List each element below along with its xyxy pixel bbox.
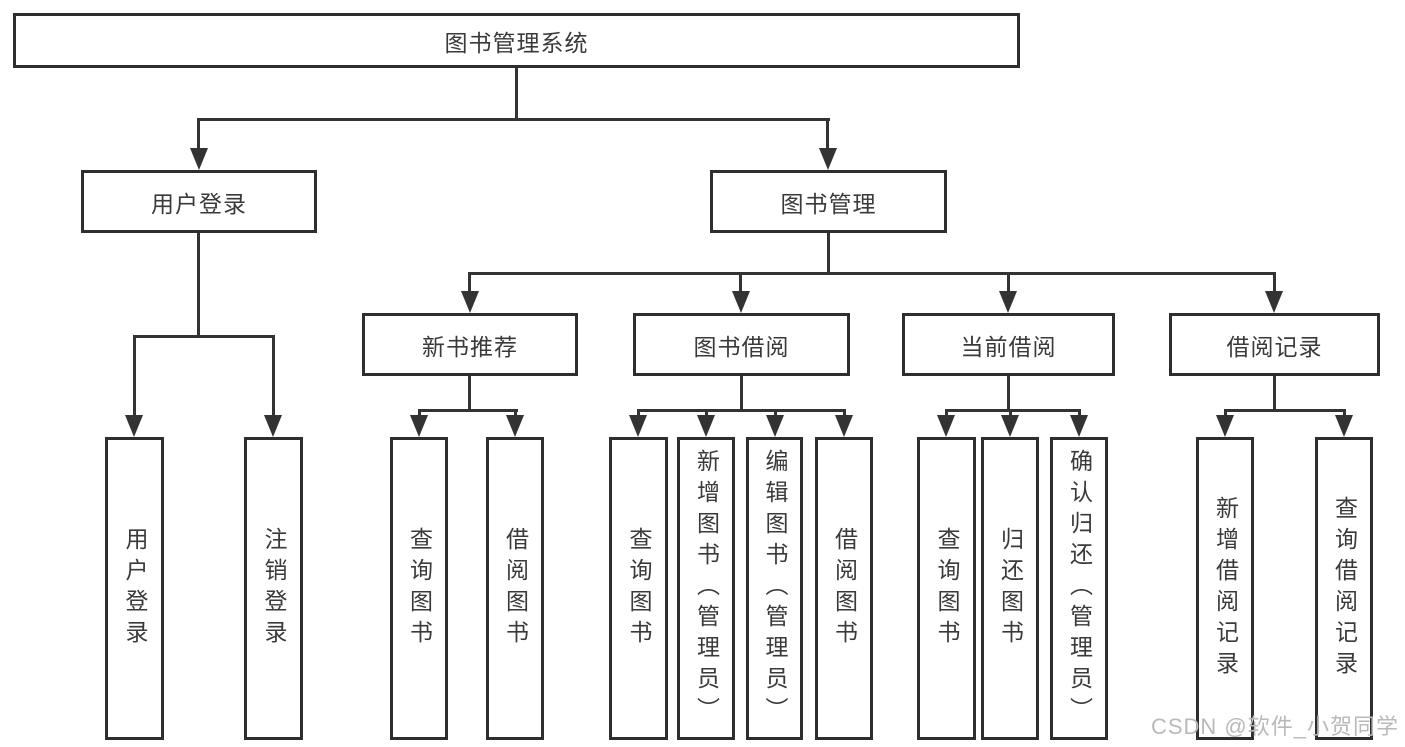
- arrowhead-bb-edit: [766, 415, 784, 437]
- leaf-bb-query-books: 查询图书: [609, 437, 668, 740]
- connector-drop-br-add: [1224, 409, 1227, 417]
- node-book-borrow: 图书借阅: [633, 313, 850, 376]
- connector-drop-br-query: [1343, 409, 1346, 417]
- connector-book-management-stub: [827, 233, 830, 272]
- arrowhead-cb-confirm: [1070, 415, 1088, 437]
- arrowhead-bb-borrow: [835, 415, 853, 437]
- arrowhead-nb-borrow: [506, 415, 524, 437]
- connector-drop-leaf-logout: [272, 335, 275, 417]
- arrowhead-book-management: [819, 148, 837, 170]
- leaf-user-login: 用户登录: [105, 437, 164, 740]
- node-root-label: 图书管理系统: [444, 29, 589, 56]
- connector-drop-nb-borrow: [514, 409, 517, 417]
- node-book-management-label: 图书管理: [780, 190, 877, 217]
- leaf-cb-return-books-label: 归还图书: [997, 526, 1024, 651]
- node-new-book-recommend-label: 新书推荐: [422, 333, 518, 360]
- connector-new-book-bar: [418, 409, 518, 412]
- arrowhead-new-book: [461, 291, 479, 313]
- leaf-logout-label: 注销登录: [261, 526, 287, 651]
- leaf-bb-query-books-label: 查询图书: [626, 526, 652, 651]
- node-new-book-recommend: 新书推荐: [362, 313, 578, 376]
- leaf-bb-borrow-books: 借阅图书: [815, 437, 873, 740]
- connector-book-management-bar: [468, 272, 1276, 275]
- arrowhead-leaf-logout: [264, 415, 282, 437]
- connector-current-borrow-stub: [1007, 376, 1010, 409]
- csdn-watermark: CSDN @软件_小贺同学: [1150, 714, 1399, 739]
- connector-drop-leaf-login: [133, 335, 136, 417]
- connector-drop-cb-query: [945, 409, 948, 417]
- connector-user-login-stub: [197, 233, 200, 335]
- node-borrow-records-label: 借阅记录: [1226, 333, 1323, 360]
- connector-drop-bb-query: [637, 409, 640, 417]
- connector-drop-book-borrow: [739, 272, 742, 293]
- arrowhead-cb-return: [1001, 415, 1019, 437]
- connector-drop-bb-add: [705, 409, 708, 417]
- leaf-cb-confirm-return: 确认归还（管理员）: [1050, 437, 1108, 740]
- connector-current-borrow-bar: [945, 409, 1081, 412]
- connector-drop-user-login: [197, 118, 200, 150]
- leaf-nb-borrow-books-label: 借阅图书: [502, 526, 529, 651]
- arrowhead-borrow-records: [1265, 291, 1283, 313]
- leaf-bb-borrow-books-label: 借阅图书: [831, 526, 858, 651]
- node-current-borrow-label: 当前借阅: [960, 333, 1057, 360]
- node-root: 图书管理系统: [13, 13, 1020, 68]
- connector-drop-cb-return: [1009, 409, 1012, 417]
- connector-drop-new-book: [468, 272, 471, 293]
- leaf-cb-query-books-label: 查询图书: [934, 526, 960, 651]
- connector-drop-book-management: [826, 118, 829, 150]
- connector-borrow-records-stub: [1273, 376, 1276, 409]
- connector-root-bar: [197, 118, 830, 121]
- arrowhead-current-borrow: [999, 291, 1017, 313]
- arrowhead-user-login: [190, 148, 208, 170]
- connector-new-book-stub: [468, 376, 471, 409]
- connector-root-stub: [515, 68, 518, 118]
- arrowhead-bb-add: [697, 415, 715, 437]
- connector-drop-borrow-records: [1273, 272, 1276, 293]
- connector-drop-cb-confirm: [1078, 409, 1081, 417]
- leaf-bb-add-books: 新增图书（管理员）: [677, 437, 735, 740]
- connector-user-login-bar: [133, 335, 275, 338]
- leaf-logout: 注销登录: [244, 437, 303, 740]
- leaf-user-login-label: 用户登录: [122, 526, 148, 651]
- leaf-br-query-record-label: 查询借阅记录: [1331, 495, 1358, 682]
- arrowhead-book-borrow: [732, 291, 750, 313]
- leaf-bb-edit-books-label: 编辑图书（管理员）: [762, 449, 788, 728]
- arrowhead-cb-query: [937, 415, 955, 437]
- node-book-management: 图书管理: [710, 170, 947, 233]
- node-user-login-label: 用户登录: [151, 190, 247, 217]
- arrowhead-br-query: [1335, 415, 1353, 437]
- leaf-br-add-record: 新增借阅记录: [1196, 437, 1254, 740]
- leaf-br-add-record-label: 新增借阅记录: [1212, 495, 1239, 682]
- node-user-login: 用户登录: [81, 170, 317, 233]
- connector-book-borrow-stub: [740, 376, 743, 409]
- connector-borrow-records-bar: [1224, 409, 1346, 412]
- node-book-borrow-label: 图书借阅: [693, 333, 790, 360]
- arrowhead-leaf-login: [125, 415, 143, 437]
- leaf-nb-borrow-books: 借阅图书: [486, 437, 544, 740]
- arrowhead-nb-query: [410, 415, 428, 437]
- leaf-cb-return-books: 归还图书: [981, 437, 1039, 740]
- leaf-cb-query-books: 查询图书: [917, 437, 976, 740]
- connector-drop-bb-edit: [774, 409, 777, 417]
- connector-drop-bb-borrow: [843, 409, 846, 417]
- leaf-cb-confirm-return-label: 确认归还（管理员）: [1066, 449, 1093, 728]
- leaf-bb-add-books-label: 新增图书（管理员）: [693, 449, 720, 728]
- connector-book-borrow-bar: [637, 409, 846, 412]
- node-borrow-records: 借阅记录: [1169, 313, 1380, 376]
- leaf-br-query-record: 查询借阅记录: [1315, 437, 1373, 740]
- connector-drop-nb-query: [418, 409, 421, 417]
- leaf-nb-query-books-label: 查询图书: [406, 526, 433, 651]
- arrowhead-bb-query: [629, 415, 647, 437]
- node-current-borrow: 当前借阅: [902, 313, 1115, 376]
- arrowhead-br-add: [1216, 415, 1234, 437]
- leaf-nb-query-books: 查询图书: [390, 437, 448, 740]
- connector-drop-current-borrow: [1007, 272, 1010, 293]
- leaf-bb-edit-books: 编辑图书（管理员）: [746, 437, 803, 740]
